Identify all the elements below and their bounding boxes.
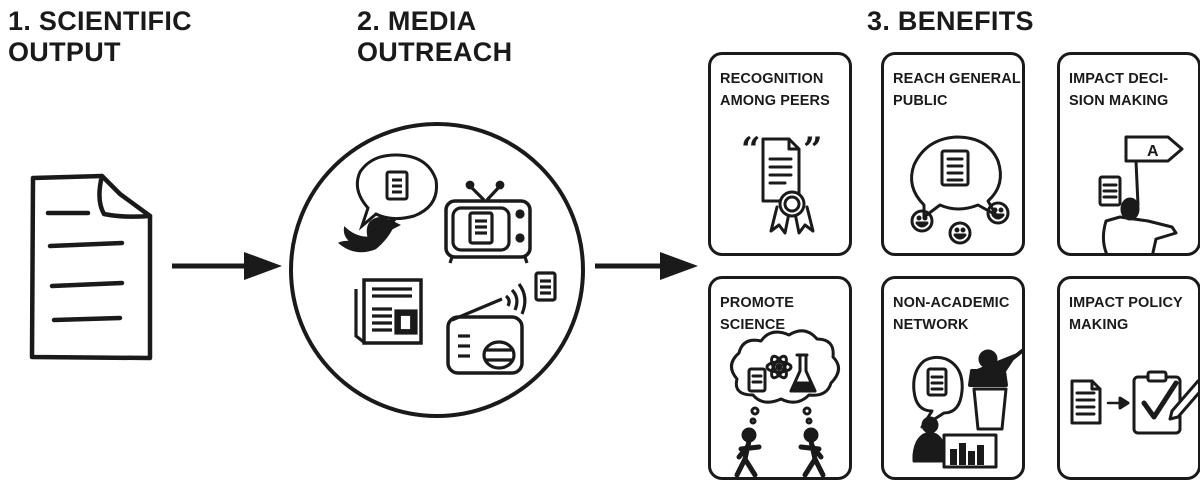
benefit-card-decision-making: IMPACT DECI- SION MAKING A: [1057, 52, 1200, 256]
benefit-card-reach-public: REACH GENERAL PUBLIC: [881, 52, 1025, 256]
heading-scientific-output: 1. SCIENTIFIC OUTPUT: [8, 6, 192, 68]
heading-line: 2. MEDIA: [357, 6, 477, 36]
card-label: RECOGNITION AMONG PEERS: [720, 71, 830, 109]
twitter-bird-icon: [338, 217, 401, 253]
speech-bubble-icon: [355, 153, 439, 231]
card-label: NON-ACADEMIC NETWORK: [893, 295, 1010, 333]
open-quote: “: [741, 130, 761, 170]
card-label: PROMOTE SCIENCE: [720, 295, 795, 333]
heading-line: OUTPUT: [8, 37, 121, 67]
arrow-right-icon: [172, 252, 282, 280]
heading-media-outreach: 2. MEDIA OUTREACH: [357, 6, 512, 68]
signpost-letter: A: [1147, 143, 1159, 160]
benefit-card-promote-science: PROMOTE SCIENCE: [708, 276, 852, 480]
benefit-card-policy-making: IMPACT POLICY MAKING: [1057, 276, 1200, 480]
network-icon: [912, 349, 1022, 469]
scientific-document-icon: [29, 173, 153, 361]
card-label: REACH GENERAL PUBLIC: [893, 71, 1021, 109]
close-quote: ”: [803, 130, 823, 170]
radio-icon: [446, 271, 557, 375]
heading-benefits: 3. BENEFITS: [867, 6, 1034, 37]
media-outreach-circle: [289, 122, 585, 418]
signpost-icon: A: [1098, 135, 1184, 253]
certificate-icon: “ ”: [741, 130, 823, 235]
heading-line: 1. SCIENTIFIC: [8, 6, 192, 36]
policy-checklist-icon: [1070, 370, 1198, 435]
card-label: IMPACT DECI- SION MAKING: [1069, 71, 1169, 109]
public-speech-icon: [910, 135, 1010, 245]
benefit-card-recognition: RECOGNITION AMONG PEERS “ ”: [708, 52, 852, 256]
heading-line: 3. BENEFITS: [867, 6, 1034, 36]
newspaper-icon: [354, 278, 423, 345]
heading-line: OUTREACH: [357, 37, 513, 67]
card-label: IMPACT POLICY MAKING: [1069, 295, 1183, 333]
television-icon: [444, 180, 532, 264]
benefit-card-network: NON-ACADEMIC NETWORK: [881, 276, 1025, 480]
science-thought-icon: [730, 329, 840, 477]
arrow-right-icon: [595, 252, 698, 280]
